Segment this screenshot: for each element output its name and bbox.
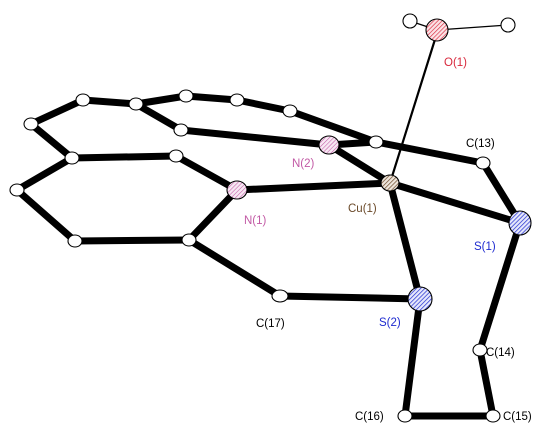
atom-s2	[407, 286, 433, 312]
atom-c-ring-10	[368, 135, 384, 149]
bond-cu1-s2	[386, 179, 424, 303]
bond-c10-c11	[13, 186, 79, 245]
atom-n1	[226, 180, 248, 200]
bond-c16-s2	[401, 295, 424, 420]
bond-c7-c8	[233, 96, 294, 115]
label-c17: C(17)	[256, 318, 285, 330]
bond-n1-cu1	[233, 179, 394, 194]
bond-c11-c12	[71, 236, 193, 245]
bond-o1-h2	[436, 24, 509, 31]
atom-s1	[508, 210, 532, 236]
bond-c4-c5	[132, 100, 185, 134]
atom-c15	[485, 409, 501, 423]
bond-cu1-s1	[386, 179, 524, 227]
atom-h1	[402, 13, 418, 29]
atom-c-ring-1	[23, 117, 39, 131]
bond-c6-c7	[182, 92, 241, 104]
atom-h2	[500, 17, 516, 33]
atom-c-ring-8	[229, 93, 245, 107]
bond-c1-c3	[27, 120, 76, 162]
bond-c12-n1	[185, 186, 241, 244]
bond-c8-c9	[286, 107, 380, 146]
bond-s1-c14	[476, 219, 524, 354]
label-s1: S(1)	[474, 241, 496, 253]
label-s2: S(2)	[379, 317, 401, 329]
atom-o1	[425, 18, 449, 42]
atom-c-ring-6	[168, 149, 184, 163]
atom-c-ring-7	[178, 89, 194, 103]
atom-c-ring-4	[128, 97, 144, 111]
atom-c-ring-11	[9, 183, 25, 197]
label-c15: C(15)	[503, 411, 532, 423]
bond-c2-c4	[79, 96, 140, 108]
atom-c-ring-5	[173, 123, 189, 137]
atom-c17	[271, 289, 289, 303]
label-c14: C(14)	[486, 347, 515, 359]
bond-c5-n1	[172, 152, 241, 194]
label-cu1: Cu(1)	[348, 203, 377, 215]
bond-c12-c17	[185, 236, 284, 300]
label-o1: O(1)	[444, 57, 467, 69]
atom-c-ring-3	[64, 151, 80, 165]
label-n2: N(2)	[292, 158, 315, 170]
atom-c-ring-9	[282, 104, 298, 118]
bond-c9-c13	[372, 138, 487, 167]
bond-c3-c10	[13, 154, 76, 194]
atom-n2	[318, 135, 340, 155]
atom-cu1	[380, 174, 400, 192]
atom-c-ring-12	[67, 234, 83, 248]
atom-c14	[472, 343, 488, 357]
atom-c16	[397, 409, 413, 423]
atoms	[9, 13, 532, 423]
atom-labels: O(1) N(2) C(13) Cu(1) N(1) S(1) C(17) S(…	[244, 57, 532, 423]
bond-c14-c15	[476, 346, 497, 420]
bond-n2-cu1	[325, 141, 394, 187]
thick-bonds	[13, 92, 524, 420]
bond-o1-cu1	[388, 31, 439, 185]
label-c13: C(13)	[466, 138, 495, 150]
bond-c5-n2	[177, 126, 333, 149]
atom-c13	[475, 156, 491, 170]
atom-c-ring-2	[75, 93, 91, 107]
label-n1: N(1)	[244, 215, 267, 227]
bond-c4-c6	[132, 92, 190, 108]
bond-c17-s2	[276, 292, 424, 303]
label-c16: C(16)	[355, 411, 384, 423]
bond-c1-c2	[27, 96, 87, 128]
bond-c3-c5	[68, 152, 180, 162]
atom-c-ring-13	[181, 233, 197, 247]
